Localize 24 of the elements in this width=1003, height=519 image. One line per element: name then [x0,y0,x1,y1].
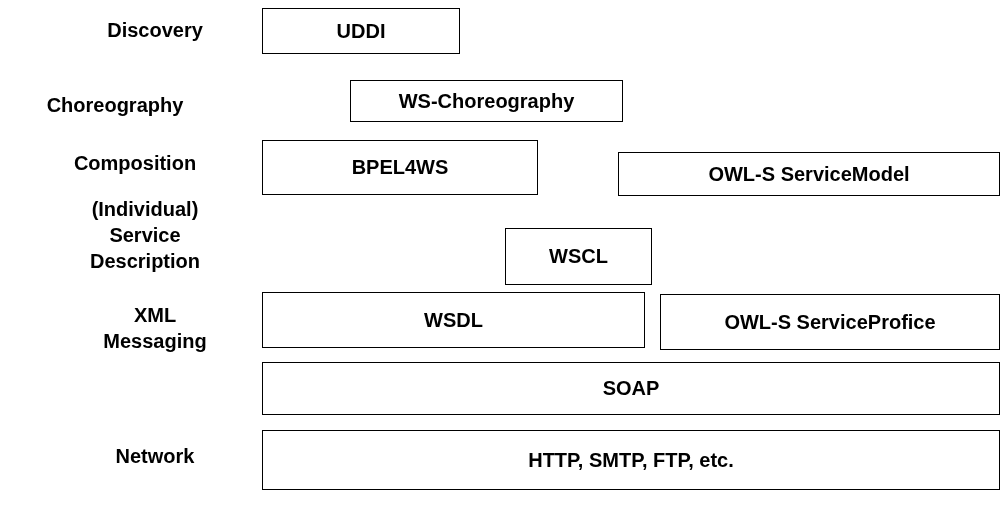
layer-box [262,362,1000,415]
layer-label: XML Messaging [102,303,208,354]
layer-box [618,152,1000,196]
layer-label: (Individual) Service Description [89,197,201,274]
box-text: OWL-S ServiceModel [708,162,910,186]
box-text: OWL-S ServiceProfice [724,310,936,334]
layer-box [660,294,1000,350]
layer-box [262,430,1000,490]
layer-label: Discovery [106,18,204,43]
layer-box [262,8,460,54]
box-text: UDDI [336,19,386,43]
box-text: BPEL4WS [351,156,449,179]
box-text: HTTP, SMTP, FTP, etc. [528,448,734,472]
layer-label: Network [114,444,196,469]
box-text: WS-Choreography [398,89,575,113]
box-text: WSDL [424,308,483,332]
layer-box [505,228,652,285]
layer-label: Composition [72,151,198,176]
box-text: WSCL [549,245,608,268]
layer-box [262,292,645,348]
layer-label: Choreography [45,93,185,118]
box-text: SOAP [602,377,660,400]
layer-box [262,140,538,195]
layer-box [350,80,623,122]
